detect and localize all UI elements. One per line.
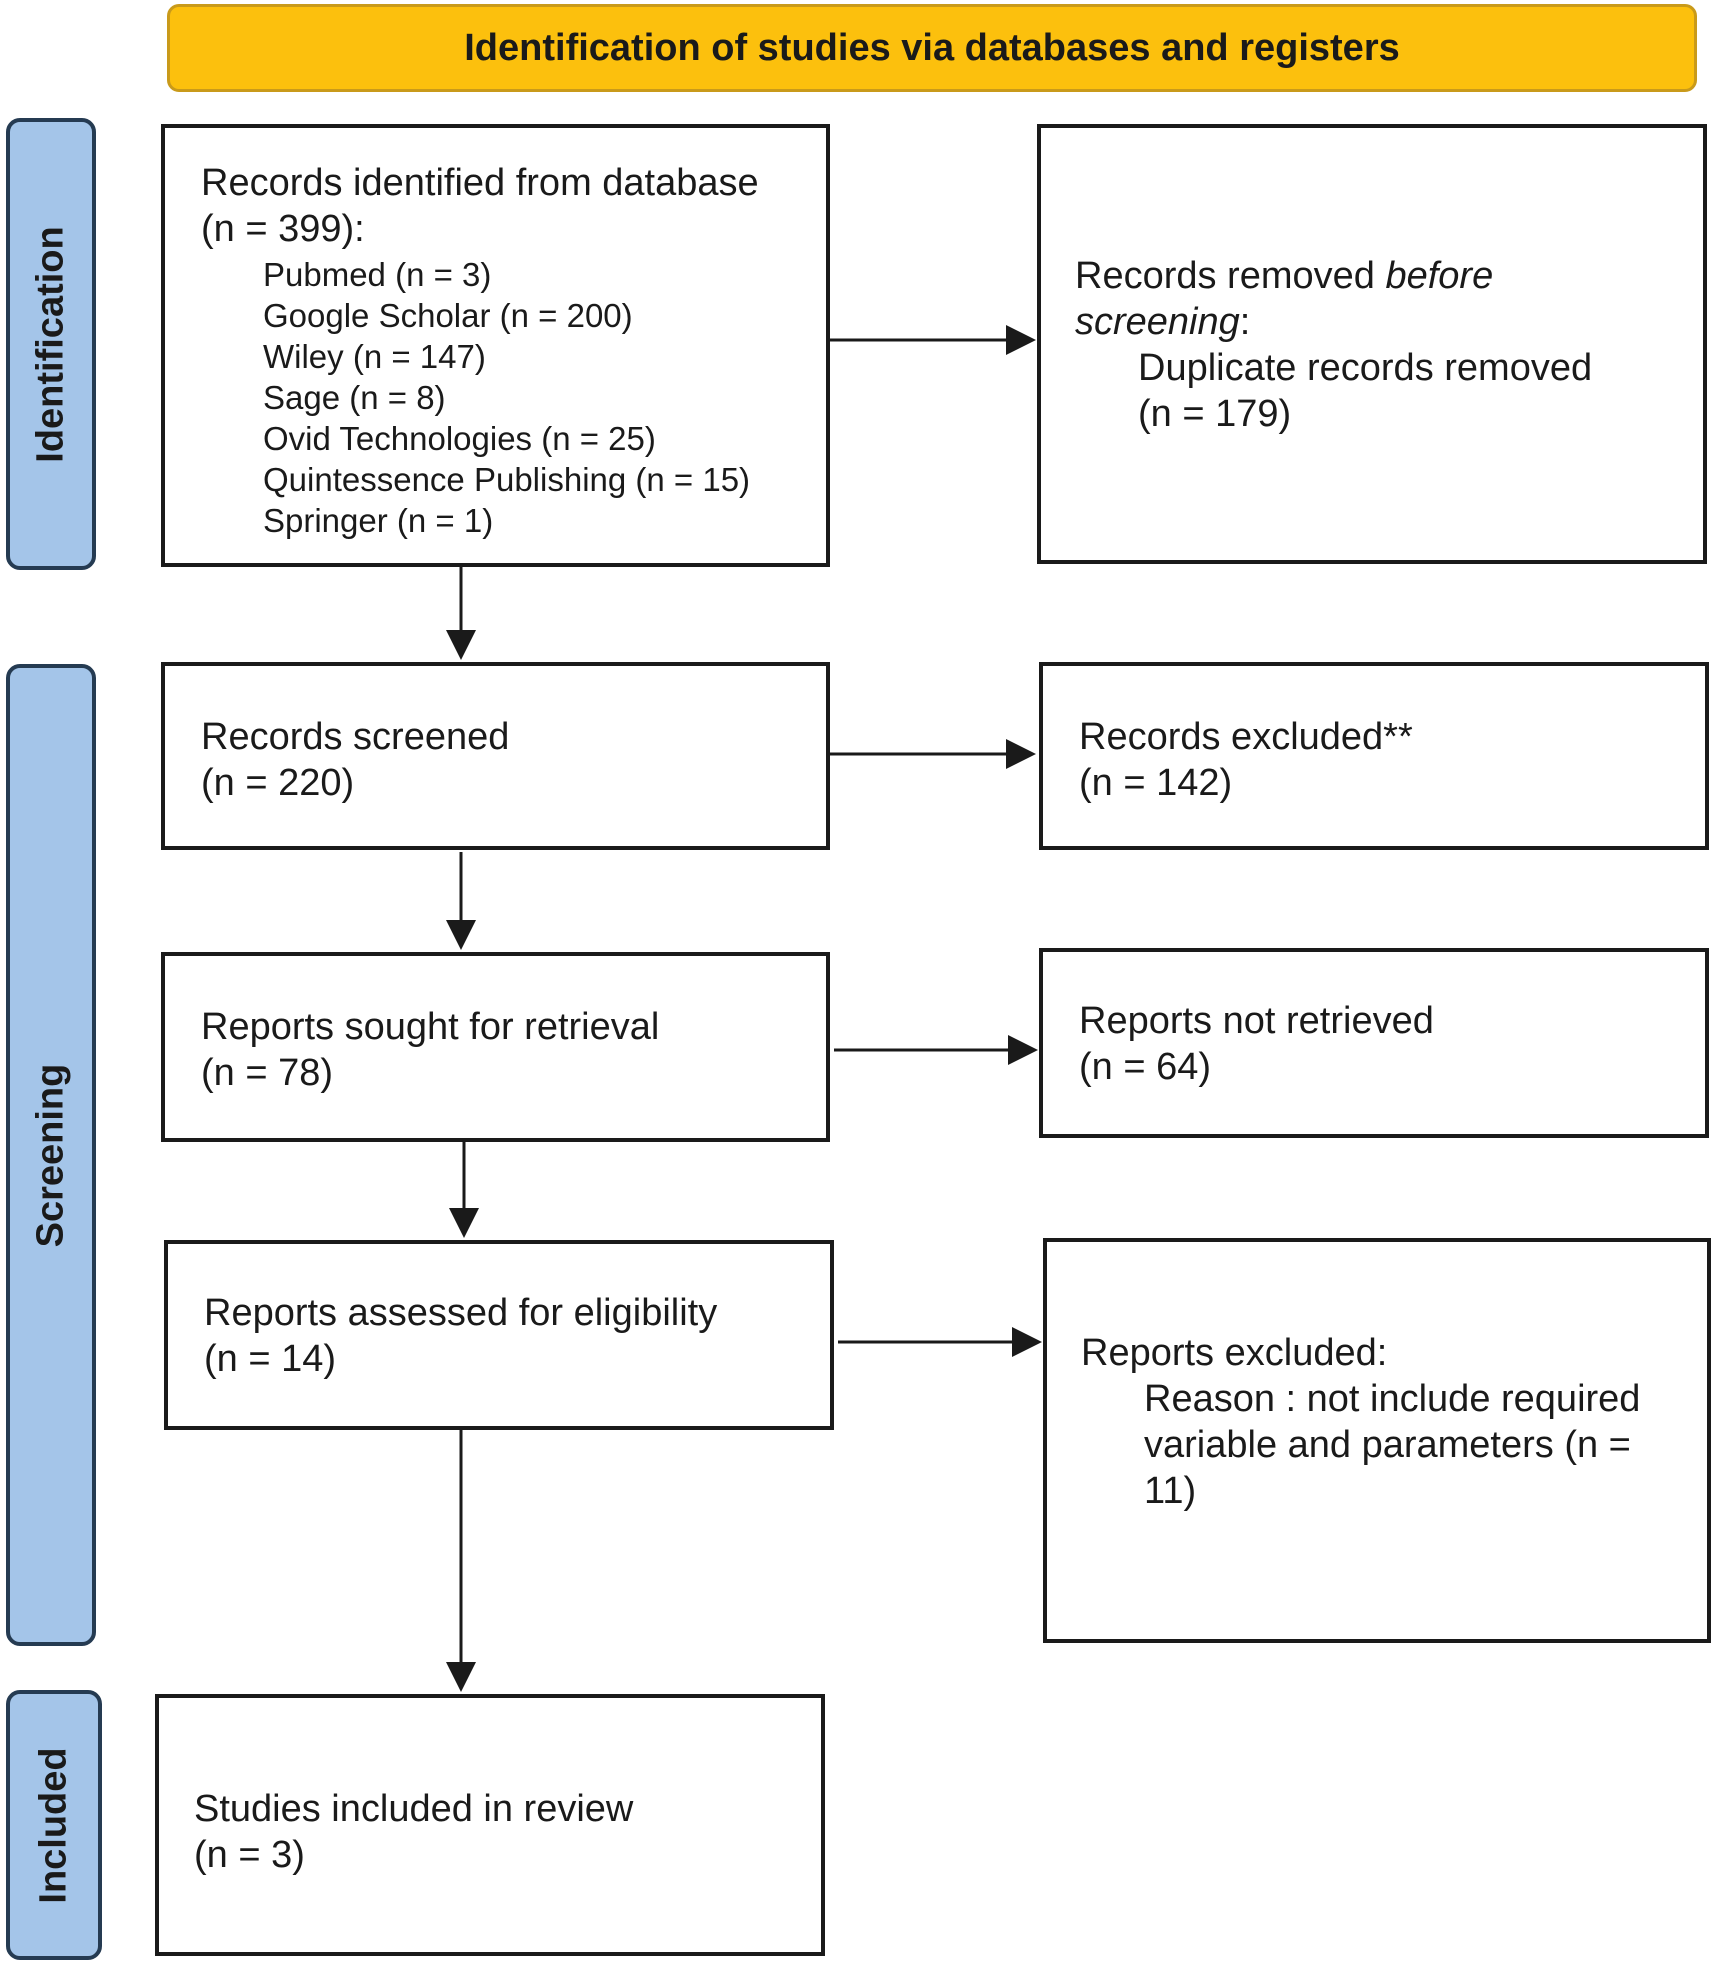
records-identified-title: Records identified from database — [201, 162, 759, 204]
source-item: Ovid Technologies (n = 25) — [263, 420, 656, 457]
phase-included: Included — [6, 1690, 102, 1960]
reports-assessed-count: (n = 14) — [204, 1338, 337, 1380]
source-item: Pubmed (n = 3) — [263, 256, 492, 293]
records-excluded-title: Records excluded** — [1079, 716, 1413, 758]
records-screened-count: (n = 220) — [201, 762, 355, 804]
reports-not-retrieved-title: Reports not retrieved — [1079, 1000, 1434, 1042]
records-identified-count: (n = 399): — [201, 208, 365, 250]
reports-sought-count: (n = 78) — [201, 1052, 334, 1094]
box-records-excluded: Records excluded** (n = 142) — [1039, 662, 1709, 850]
studies-included-title: Studies included in review — [194, 1788, 634, 1830]
source-item: Google Scholar (n = 200) — [263, 297, 633, 334]
records-removed-suffix: : — [1239, 301, 1251, 343]
records-screened-title: Records screened — [201, 716, 510, 758]
reason-line: variable and parameters (n = — [1144, 1424, 1631, 1466]
source-item: Sage (n = 8) — [263, 379, 446, 416]
reports-not-retrieved-count: (n = 64) — [1079, 1046, 1212, 1088]
phase-identification: Identification — [6, 118, 96, 570]
records-removed-count: (n = 179) — [1138, 393, 1292, 435]
reports-excluded-reason: Reason : not include required variable a… — [1081, 1376, 1640, 1514]
box-records-screened: Records screened (n = 220) — [161, 662, 830, 850]
phase-screening: Screening — [6, 664, 96, 1646]
box-reports-sought: Reports sought for retrieval (n = 78) — [161, 952, 830, 1142]
records-removed-title-2: screening: — [1075, 299, 1592, 345]
source-item: Quintessence Publishing (n = 15) — [263, 461, 751, 498]
reports-assessed-title: Reports assessed for eligibility — [204, 1292, 718, 1334]
header-banner: Identification of studies via databases … — [167, 4, 1697, 92]
box-records-removed: Records removed before screening: Duplic… — [1037, 124, 1707, 564]
records-removed-italic2: screening — [1075, 301, 1240, 343]
records-removed-detail: Duplicate records removed — [1138, 347, 1593, 389]
source-item: Wiley (n = 147) — [263, 338, 486, 375]
box-reports-not-retrieved: Reports not retrieved (n = 64) — [1039, 948, 1709, 1138]
box-records-identified: Records identified from database (n = 39… — [161, 124, 830, 567]
studies-included-count: (n = 3) — [194, 1834, 305, 1876]
reason-line: 11) — [1144, 1470, 1197, 1512]
header-title: Identification of studies via databases … — [464, 26, 1400, 69]
source-list: Pubmed (n = 3) Google Scholar (n = 200) … — [201, 254, 759, 541]
box-reports-excluded: Reports excluded: Reason : not include r… — [1043, 1238, 1711, 1643]
source-item: Springer (n = 1) — [263, 502, 494, 539]
records-removed-title-1: Records removed before — [1075, 253, 1592, 299]
reports-sought-title: Reports sought for retrieval — [201, 1006, 660, 1048]
records-removed-italic: before — [1385, 255, 1494, 297]
records-excluded-count: (n = 142) — [1079, 762, 1233, 804]
box-reports-assessed: Reports assessed for eligibility (n = 14… — [164, 1240, 834, 1430]
records-removed-prefix: Records removed — [1075, 255, 1386, 297]
reports-excluded-title: Reports excluded: — [1081, 1332, 1388, 1374]
box-studies-included: Studies included in review (n = 3) — [155, 1694, 825, 1956]
reason-line: Reason : not include required — [1144, 1378, 1641, 1420]
